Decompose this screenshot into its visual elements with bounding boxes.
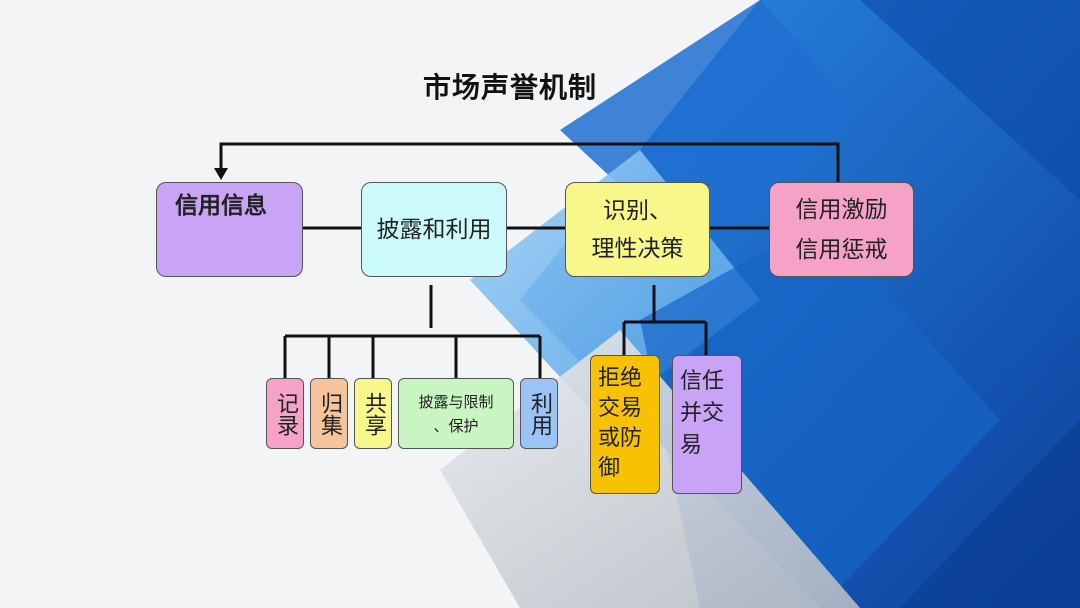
node-credit-info-label: 信用信息 bbox=[175, 193, 267, 219]
node-disclose-use: 披露和利用 bbox=[361, 182, 507, 277]
node-trust-trade: 信任并交易 bbox=[672, 355, 742, 494]
node-punish-line: 信用惩戒 bbox=[795, 236, 888, 263]
node-incentive-punish: 信用激励 信用惩戒 bbox=[769, 182, 914, 277]
node-share: 共享 bbox=[354, 378, 392, 449]
node-utilize: 利用 bbox=[520, 378, 558, 449]
node-identify-decide: 识别、 理性决策 bbox=[565, 182, 710, 277]
node-credit-info: 信用信息 bbox=[156, 182, 303, 277]
node-utilize-label: 利用 bbox=[527, 391, 552, 436]
node-share-label: 共享 bbox=[361, 391, 386, 436]
node-refuse-defend: 拒绝交易或防御 bbox=[590, 355, 660, 494]
node-collect-label: 归集 bbox=[317, 391, 342, 436]
node-incentive-line: 信用激励 bbox=[795, 196, 888, 223]
node-disclose-use-label: 披露和利用 bbox=[376, 216, 492, 243]
node-refuse-defend-label: 拒绝交易或防御 bbox=[598, 366, 643, 481]
node-identify-decide-line1: 识别、 bbox=[603, 197, 672, 224]
node-disclose-limit-line1: 披露与限制 bbox=[418, 392, 494, 411]
node-collect: 归集 bbox=[310, 378, 348, 449]
node-disclose-limit-line2: 、保护 bbox=[433, 416, 479, 435]
node-disclose-limit-protect: 披露与限制 、保护 bbox=[398, 378, 514, 449]
node-record: 记录 bbox=[266, 378, 304, 449]
node-trust-trade-label: 信任并交易 bbox=[680, 369, 725, 458]
arrow-head-icon bbox=[214, 168, 228, 180]
node-record-label: 记录 bbox=[273, 391, 298, 436]
node-identify-decide-line2: 理性决策 bbox=[591, 235, 684, 262]
diagram-title: 市场声誉机制 bbox=[422, 71, 597, 104]
